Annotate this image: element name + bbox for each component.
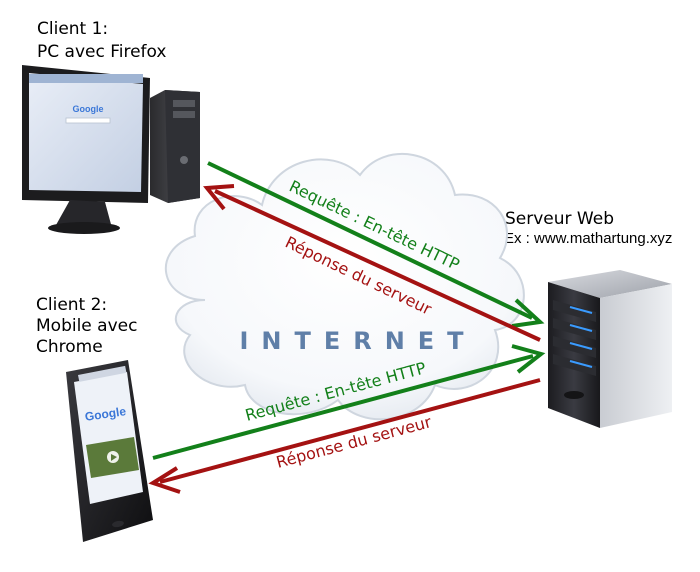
arrow-request-mobile (152, 344, 546, 460)
mobile-phone: Google (66, 360, 153, 542)
arrow-response-pc (203, 184, 541, 342)
server-drive-bays (553, 300, 596, 376)
home-button (112, 520, 124, 528)
client-2-description-line-1: Mobile avec (36, 316, 138, 336)
mobile-google-logo: Google (84, 404, 127, 424)
client-2-title: Client 2: (36, 295, 108, 315)
search-box (65, 117, 111, 124)
browser-toolbar (29, 74, 143, 83)
client-1-description: PC avec Firefox (37, 42, 167, 62)
tower (150, 90, 200, 203)
server-power-button (564, 391, 584, 399)
desktop-computer: Google (22, 65, 200, 234)
client-2-description-line-2: Chrome (36, 337, 103, 357)
arrow-response-mobile (148, 378, 541, 494)
internet-label: INTERNET (239, 327, 476, 355)
monitor: Google (22, 65, 150, 234)
server-example-url: Ex : www.mathartung.xyz (504, 230, 673, 247)
internet-cloud (164, 153, 525, 421)
desktop-google-logo: Google (73, 104, 104, 114)
client-1-title: Client 1: (37, 19, 109, 39)
web-server (548, 270, 672, 428)
arrow-request-pc (207, 161, 545, 328)
server-title: Serveur Web (505, 209, 614, 229)
